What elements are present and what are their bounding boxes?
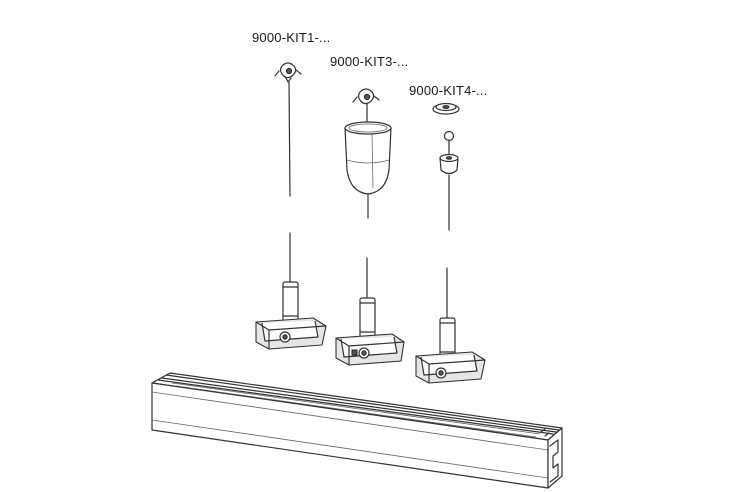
kit1-ceiling-gripper xyxy=(274,62,302,83)
aluminium-profile-rail xyxy=(151,372,563,489)
kit4-gripper xyxy=(439,153,459,175)
clamp2 xyxy=(335,333,405,366)
clamp1 xyxy=(255,317,327,350)
gripper2 xyxy=(359,297,376,343)
kit4-label: 9000-KIT4-... xyxy=(409,83,488,98)
kit4-ball-stop xyxy=(443,130,455,142)
gripper3 xyxy=(439,317,456,363)
kit3-ceiling-gripper xyxy=(352,88,380,105)
clamp3 xyxy=(415,351,486,384)
kit1-label: 9000-KIT1-... xyxy=(252,30,331,45)
kit3-canopy-cup xyxy=(344,121,392,195)
kit3-label: 9000-KIT3-... xyxy=(330,54,409,69)
kit4-ceiling-washer xyxy=(432,102,460,115)
kit1-cable xyxy=(288,81,291,197)
